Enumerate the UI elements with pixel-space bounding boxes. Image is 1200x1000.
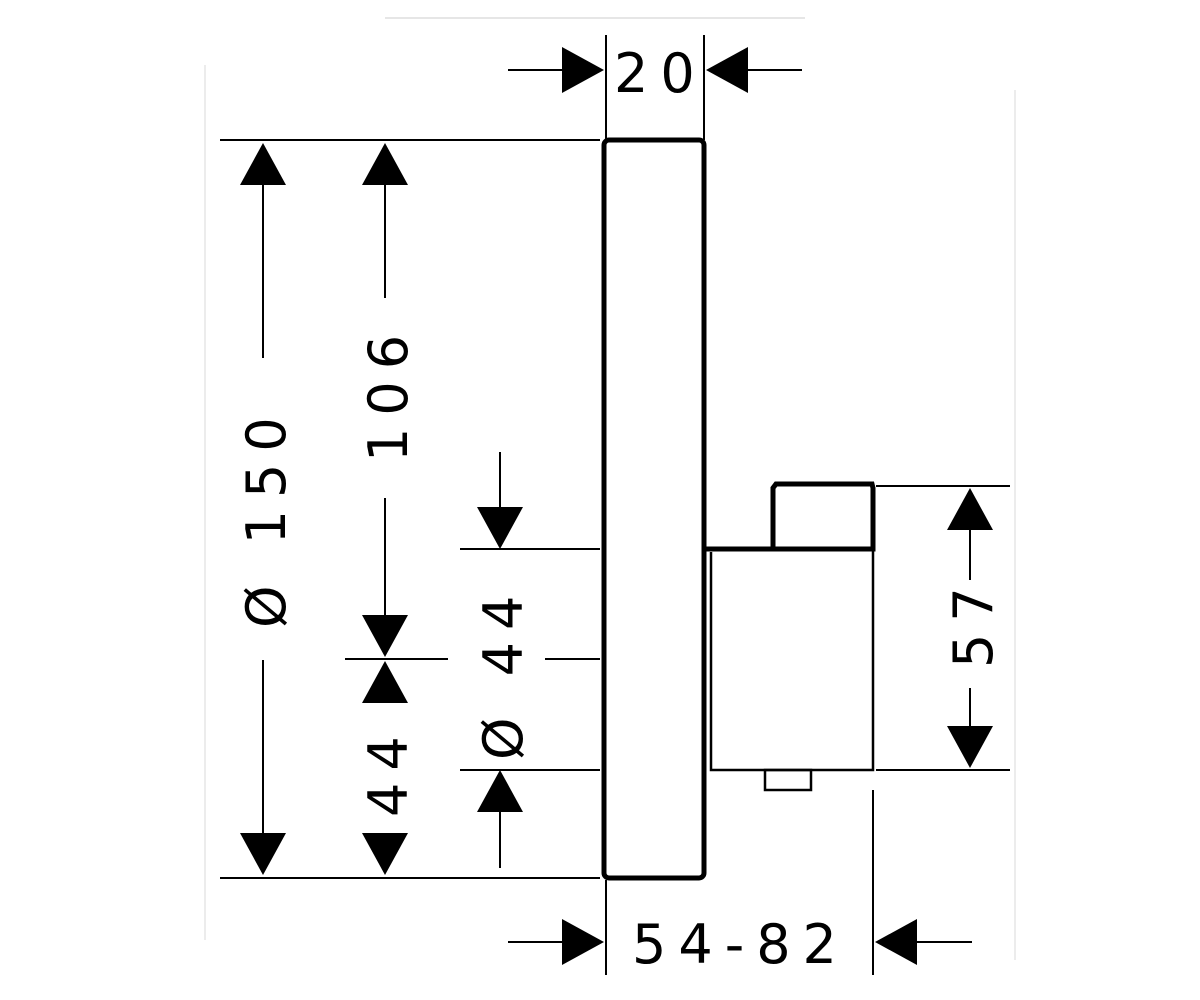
arrow-right-icon <box>562 47 604 93</box>
arrow-right-icon <box>562 919 604 965</box>
dimension-cartridge-diameter: Ø 44 <box>472 452 535 868</box>
center-height-label: 106 <box>357 323 420 462</box>
dimension-overall-height: Ø 150 <box>235 143 298 875</box>
arrow-up-icon <box>240 143 286 185</box>
arrow-down-icon <box>477 507 523 549</box>
extension-lines <box>220 35 1010 975</box>
arrow-down-icon <box>362 615 408 657</box>
arrow-down-icon <box>947 726 993 768</box>
body-height-label: 57 <box>942 575 1005 668</box>
arrow-up-icon <box>947 488 993 530</box>
overall-height-label: Ø 150 <box>235 405 298 628</box>
dimension-install-depth: 54-82 <box>508 913 972 976</box>
plate-depth-label: 20 <box>614 42 707 105</box>
install-depth-label: 54-82 <box>632 913 849 976</box>
dimension-lower-center-height: 44 <box>357 661 420 875</box>
lower-center-height-label: 44 <box>357 724 420 817</box>
cartridge-diameter-label: Ø 44 <box>472 584 535 760</box>
arrow-left-icon <box>875 919 917 965</box>
scan-border <box>204 17 1016 960</box>
arrow-left-icon <box>706 47 748 93</box>
arrow-down-icon <box>362 833 408 875</box>
dimension-body-height: 57 <box>942 488 1005 768</box>
arrow-up-icon <box>362 661 408 703</box>
arrow-up-icon <box>477 770 523 812</box>
cover-plate <box>601 137 707 881</box>
dimension-center-height: 106 <box>357 143 420 657</box>
arrow-down-icon <box>240 833 286 875</box>
dimension-plate-depth: 20 <box>508 42 802 105</box>
arrow-up-icon <box>362 143 408 185</box>
valve-body <box>706 481 876 792</box>
